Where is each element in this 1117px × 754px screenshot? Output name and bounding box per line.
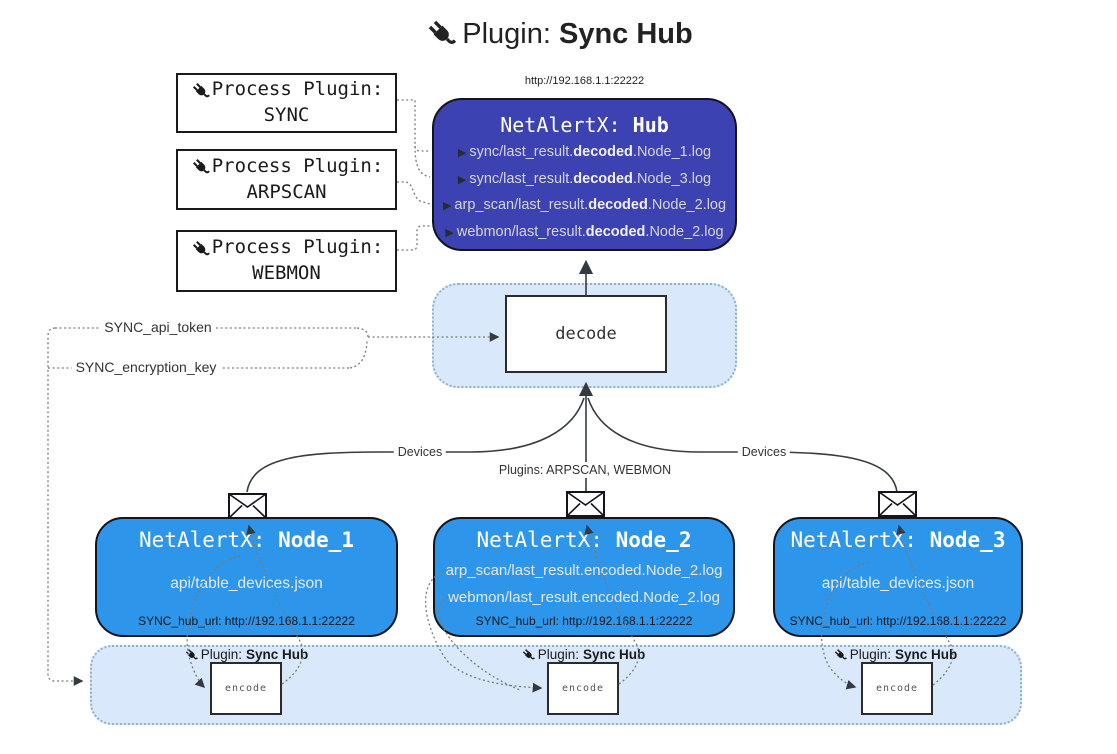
hub-log-line: ▶webmon/last_result.decoded.Node_2.log	[434, 220, 735, 247]
node-file: api/table_devices.json	[821, 575, 975, 592]
edge-label-devices-left: Devices	[393, 444, 447, 460]
log-bold: decoded	[573, 144, 633, 160]
hub-log-line: ▶sync/last_result.decoded.Node_3.log	[434, 167, 735, 194]
process-plugin-label: Process Plugin:	[211, 78, 384, 101]
log-post: .Node_2.log	[645, 223, 724, 240]
node-file: arp_scan/last_result.encoded.Node_2.log	[445, 561, 723, 579]
band-plugin-prefix: Plugin:	[200, 647, 243, 662]
plug-icon	[521, 647, 536, 662]
log-post: .Node_1.log	[632, 144, 712, 160]
node-title-name: Node_1	[278, 528, 354, 552]
plug-icon	[190, 156, 211, 177]
band-plugin-name: Sync Hub	[246, 647, 309, 662]
encode-label: encode	[224, 683, 268, 694]
process-plugin-label: Process Plugin:	[211, 154, 384, 177]
hub-log-line: ▶sync/last_result.decoded.Node_1.log	[434, 140, 735, 167]
band-plugin-prefix: Plugin:	[849, 647, 892, 662]
edge-label-devices-right: Devices	[737, 444, 791, 460]
arrowhead-icon: ▶	[445, 226, 454, 239]
node-1: NetAlertX: Node_1 api/table_devices.json…	[95, 517, 398, 637]
process-plugin-arpscan: Process Plugin: ARPSCAN	[176, 149, 397, 210]
plug-icon	[190, 238, 211, 259]
log-pre: sync/last_result.	[469, 170, 574, 187]
decode-label: decode	[555, 324, 617, 344]
log-post: .Node_3.log	[632, 170, 712, 187]
encode-label: encode	[561, 683, 605, 694]
node-title: NetAlertX: Node_2	[477, 527, 692, 553]
log-pre: arp_scan/last_result.	[454, 197, 589, 213]
process-plugin-label: Process Plugin:	[211, 236, 384, 259]
arrowhead-icon: ▶	[457, 147, 467, 159]
band-plugin-label: Plugin: Sync Hub	[833, 647, 958, 662]
node-hub-url: SYNC_hub_url: http://192.168.1.1:22222	[475, 614, 693, 628]
plug-icon	[424, 16, 458, 50]
encode-box: encode	[210, 662, 282, 715]
hub-node: NetAlertX: Hub ▶sync/last_result.decoded…	[432, 98, 737, 251]
sync-api-token-label: SYNC_api_token	[100, 318, 216, 336]
log-pre: webmon/last_result.	[456, 223, 586, 240]
envelope-icon	[228, 493, 267, 519]
node-title: NetAlertX: Node_1	[139, 527, 354, 553]
node-hub-url: SYNC_hub_url: http://192.168.1.1:22222	[138, 614, 355, 628]
node-hub-url: SYNC_hub_url: http://192.168.1.1:22222	[789, 614, 1007, 628]
hub-title-prefix: NetAlertX:	[500, 113, 633, 137]
hub-title-name: Hub	[632, 113, 669, 137]
node-title-name: Node_3	[929, 528, 1006, 552]
edge-label-plugins: Plugins: ARPSCAN, WEBMON	[494, 462, 676, 478]
node-title-prefix: NetAlertX:	[790, 528, 930, 552]
log-bold: decoded	[588, 197, 648, 213]
node-3: NetAlertX: Node_3 api/table_devices.json…	[773, 517, 1023, 637]
encode-box: encode	[547, 662, 619, 715]
encode-label: encode	[875, 683, 919, 694]
process-plugin-name: WEBMON	[252, 262, 321, 284]
page-title: Plugin: Sync Hub	[0, 16, 1117, 51]
node-title-prefix: NetAlertX:	[139, 528, 279, 552]
node-file: api/table_devices.json	[170, 575, 323, 592]
plug-icon	[190, 80, 211, 101]
band-plugin-name: Sync Hub	[895, 647, 958, 662]
encode-box: encode	[861, 662, 933, 715]
hub-title: NetAlertX: Hub	[434, 110, 735, 140]
sync-encryption-key-label: SYNC_encryption_key	[71, 358, 221, 376]
process-plugin-name: ARPSCAN	[246, 180, 327, 203]
arrowhead-icon: ▶	[442, 200, 452, 212]
hub-log-line: ▶arp_scan/last_result.decoded.Node_2.log	[434, 193, 735, 220]
envelope-icon	[566, 491, 605, 517]
log-post: .Node_2.log	[647, 197, 727, 213]
node-title-name: Node_2	[615, 528, 692, 552]
node-2: NetAlertX: Node_2 arp_scan/last_result.e…	[433, 517, 735, 637]
band-plugin-prefix: Plugin:	[537, 647, 580, 662]
node-file: webmon/last_result.encoded.Node_2.log	[448, 588, 720, 606]
page-title-name: Sync Hub	[558, 18, 693, 50]
log-pre: sync/last_result.	[469, 144, 574, 160]
process-plugin-sync: Process Plugin: SYNC	[176, 73, 397, 133]
process-plugin-webmon: Process Plugin: WEBMON	[176, 230, 397, 292]
decode-box: decode	[505, 295, 667, 373]
log-bold: decoded	[573, 170, 633, 187]
band-plugin-label: Plugin: Sync Hub	[184, 647, 309, 662]
process-plugin-name: SYNC	[263, 104, 310, 126]
plug-icon	[184, 647, 199, 662]
envelope-icon	[878, 491, 917, 517]
band-plugin-label: Plugin: Sync Hub	[521, 647, 646, 662]
node-title-prefix: NetAlertX:	[476, 528, 616, 552]
hub-url: http://192.168.1.1:22222	[524, 75, 645, 87]
band-plugin-name: Sync Hub	[583, 647, 646, 662]
log-bold: decoded	[585, 223, 646, 240]
page-title-prefix: Plugin:	[462, 18, 559, 50]
plug-icon	[833, 647, 848, 662]
arrowhead-icon: ▶	[457, 173, 467, 186]
node-title: NetAlertX: Node_3	[791, 527, 1006, 553]
